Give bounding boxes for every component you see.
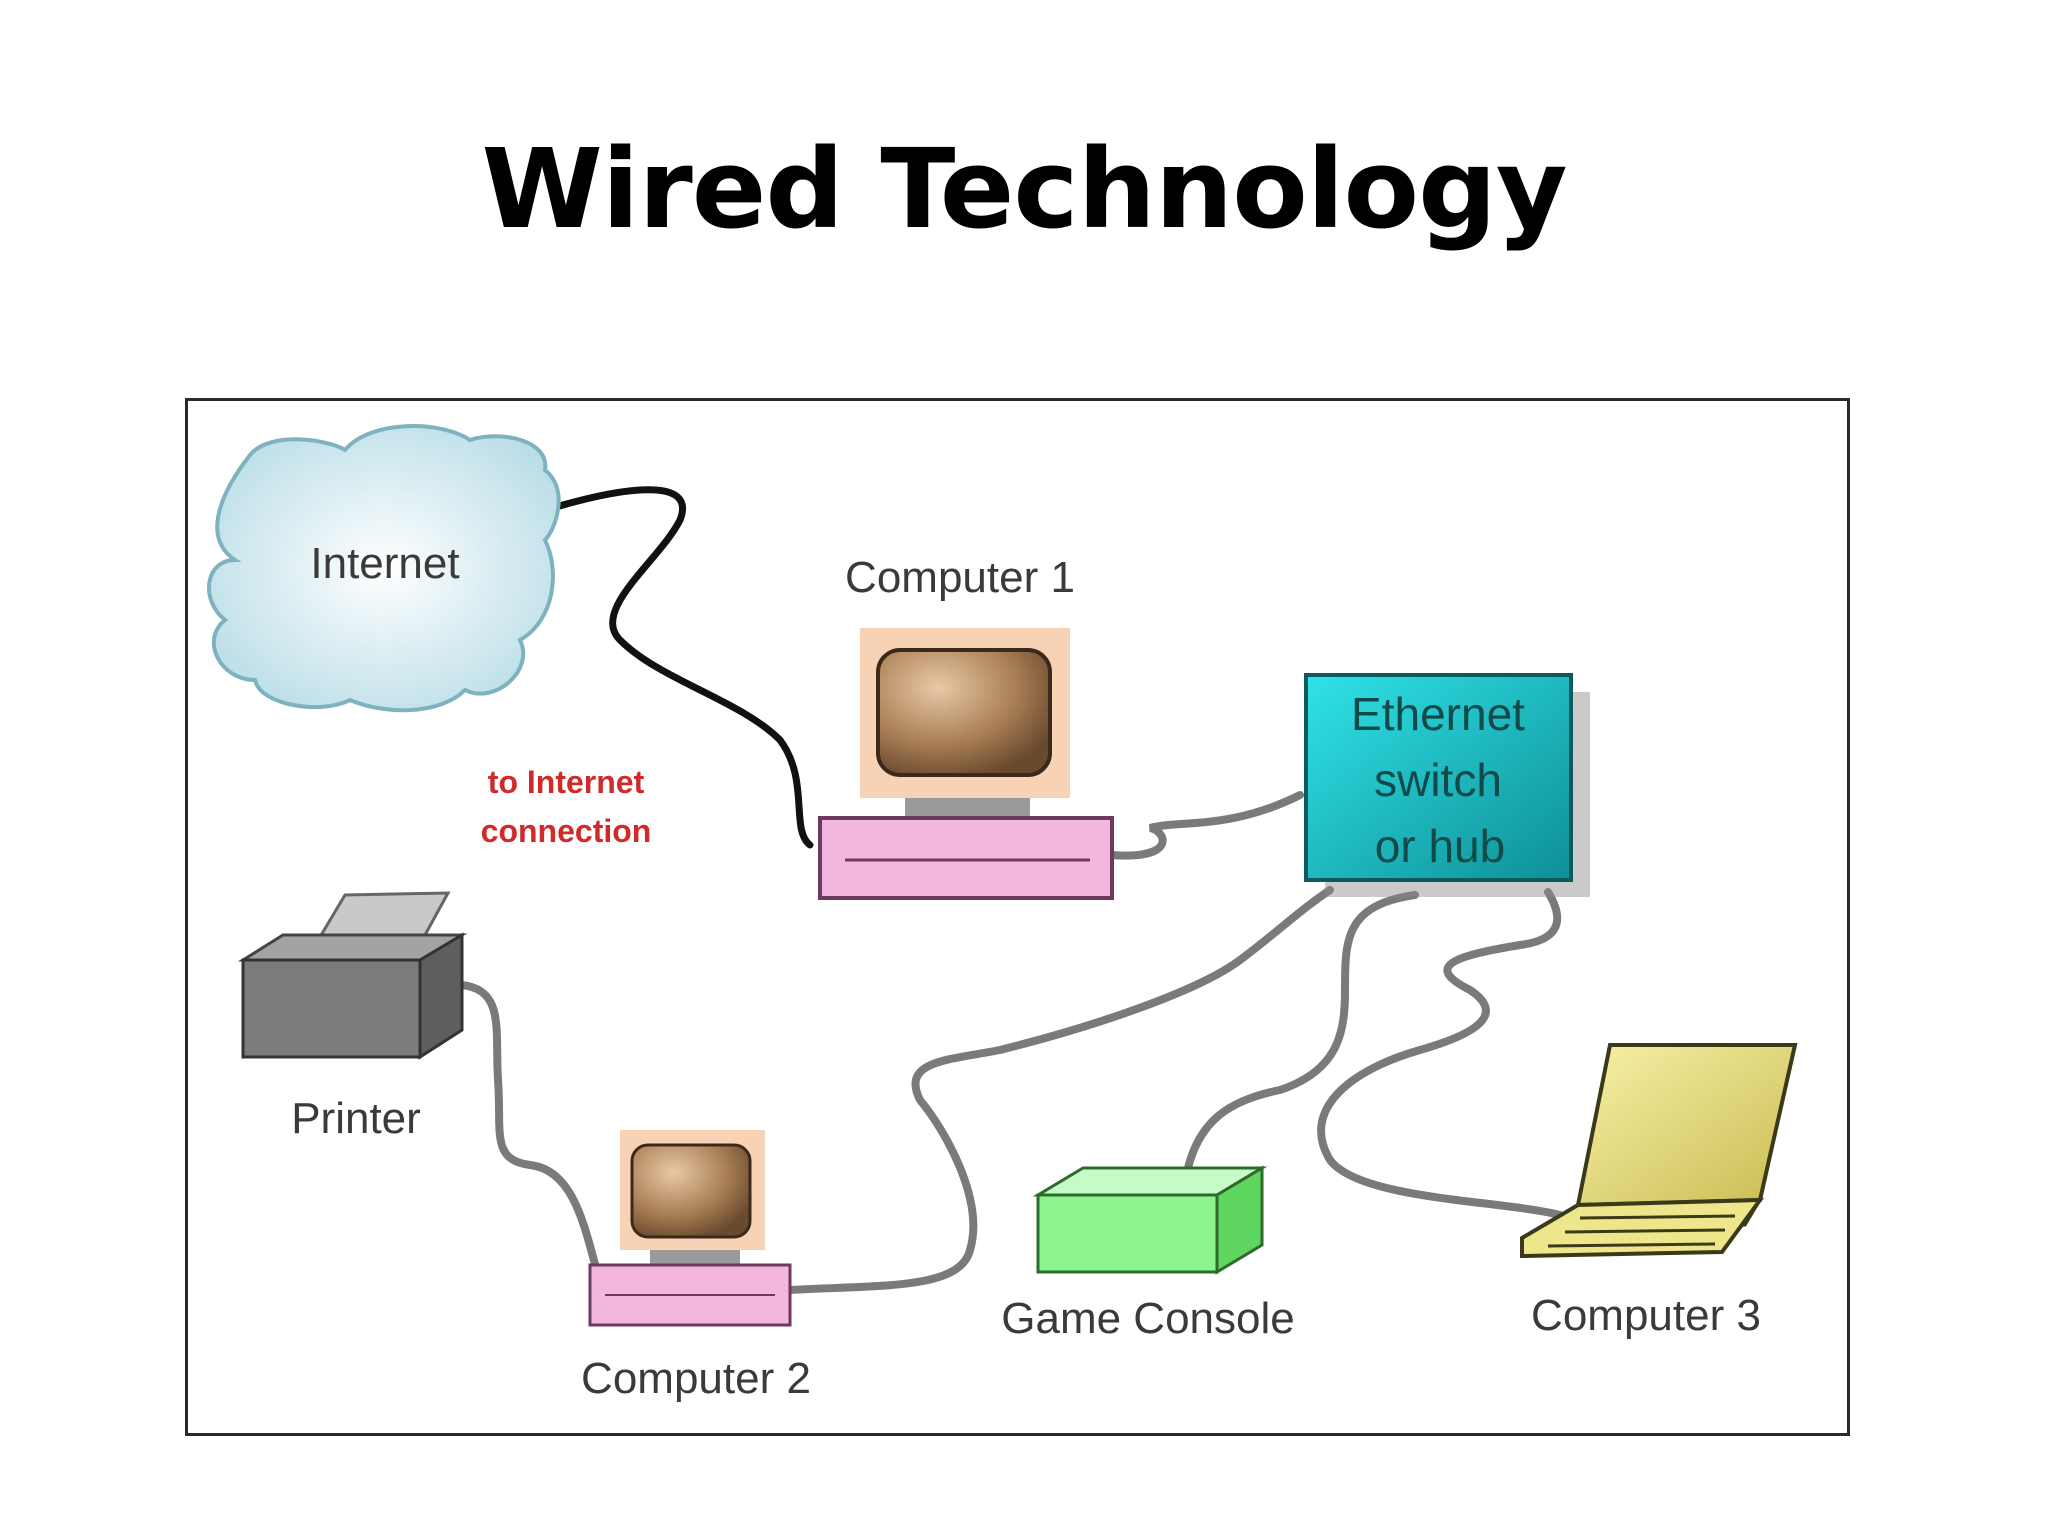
cable-computer2-hub bbox=[786, 886, 1334, 1294]
cable-printer-computer2 bbox=[458, 981, 602, 1279]
internet-connection-annotation-line1: to Internet bbox=[488, 764, 645, 800]
hub-label-line3: or hub bbox=[1375, 820, 1505, 872]
laptop-icon bbox=[1520, 1043, 1798, 1259]
cable-internet bbox=[506, 486, 814, 849]
printer-label: Printer bbox=[291, 1094, 421, 1143]
game-console-label: Game Console bbox=[1001, 1294, 1294, 1343]
computer3-label: Computer 3 bbox=[1531, 1291, 1761, 1340]
computer2-label: Computer 2 bbox=[581, 1354, 811, 1403]
cable-console-hub bbox=[1184, 891, 1419, 1172]
ethernet-hub-icon bbox=[1304, 673, 1590, 897]
internet-cloud bbox=[207, 424, 561, 713]
printer-icon bbox=[237, 891, 468, 1060]
slide-title: Wired Technology bbox=[481, 125, 1567, 253]
computer1-label: Computer 1 bbox=[845, 553, 1075, 602]
cable-laptop-hub bbox=[1317, 888, 1564, 1219]
computer2-icon bbox=[588, 1130, 792, 1327]
game-console-icon bbox=[1032, 1165, 1268, 1275]
hub-label-line1: Ethernet bbox=[1351, 688, 1525, 740]
internet-connection-annotation-line2: connection bbox=[481, 813, 652, 849]
cable-computer1-hub bbox=[1106, 791, 1304, 860]
computer1-icon bbox=[818, 628, 1114, 900]
internet-label: Internet bbox=[310, 539, 459, 588]
hub-label-line2: switch bbox=[1374, 754, 1502, 806]
